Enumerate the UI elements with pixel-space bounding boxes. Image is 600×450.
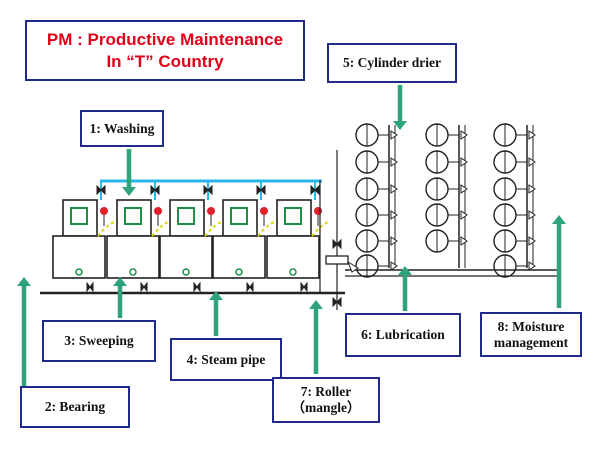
arrow-moisture-head [552, 215, 566, 224]
title-line-2: In “T” Country [106, 51, 224, 71]
drum-valve-icon [528, 157, 536, 167]
water-valve-icon [96, 184, 106, 196]
arrow-washing-head [122, 187, 136, 196]
label-sweeping: 3: Sweeping [42, 320, 156, 362]
drum-valve-icon [528, 130, 536, 140]
drum-valve-icon [460, 210, 468, 220]
drain-valve-icon [300, 281, 308, 293]
arrow-steam-pipe-head [209, 291, 223, 300]
steam-spray [257, 221, 275, 237]
steam-spray [151, 221, 169, 237]
label-bearing-text: 2: Bearing [44, 399, 106, 415]
label-steam-pipe-text: 4: Steam pipe [186, 351, 266, 367]
drain-valve-icon [140, 281, 148, 293]
title-line-1: PM : Productive Maintenance [46, 30, 284, 50]
label-moisture-line-1: 8: Moisture [497, 318, 565, 334]
steam-valve-icon [154, 207, 162, 215]
arrow-sweeping-head [113, 277, 127, 286]
steam-spray [204, 221, 222, 237]
drum-valve-icon [528, 184, 536, 194]
washing-machines [40, 150, 359, 310]
steam-valve-icon [314, 207, 322, 215]
arrow-lubrication-head [398, 266, 412, 275]
label-roller-line-1: 7: Roller [300, 384, 352, 400]
label-steam-pipe: 4: Steam pipe [170, 338, 282, 381]
label-roller-line-2: （mangle） [291, 400, 361, 415]
drain-valve-icon [86, 281, 94, 293]
steam-spray [97, 221, 115, 237]
label-sweeping-text: 3: Sweeping [64, 333, 134, 349]
label-lubrication: 6: Lubrication [345, 313, 461, 357]
drum-valve-icon [460, 130, 468, 140]
water-valve-icon [150, 184, 160, 196]
drain-valve-icon [193, 281, 201, 293]
label-cylinder-drier-text: 5: Cylinder drier [343, 55, 441, 71]
washer-window [124, 207, 142, 225]
steam-valve-icon [260, 207, 268, 215]
label-cylinder-drier: 5: Cylinder drier [327, 43, 457, 83]
label-roller: 7: Roller （mangle） [272, 377, 380, 423]
arrow-cylinder-drier-head [393, 121, 407, 130]
washer-window [177, 207, 195, 225]
drum-valve-icon [390, 130, 398, 140]
roller-drain-valve-icon [332, 296, 342, 308]
steam-spray [311, 221, 329, 237]
feed-valve-icon [332, 238, 342, 250]
drum-valve-icon [390, 261, 398, 271]
label-lubrication-text: 6: Lubrication [361, 327, 445, 343]
drum-valve-icon [390, 157, 398, 167]
drum-valve-icon [390, 184, 398, 194]
drain-fitting-icon [235, 268, 243, 276]
title-box: PM : Productive Maintenance In “T” Count… [25, 20, 305, 81]
drain-fitting-icon [289, 268, 297, 276]
drain-fitting-icon [75, 268, 83, 276]
washer-window [284, 207, 302, 225]
water-valve-icon [256, 184, 266, 196]
steam-valve-icon [100, 207, 108, 215]
label-bearing: 2: Bearing [20, 386, 130, 428]
drum-valve-icon [528, 210, 536, 220]
drum-valve-icon [460, 184, 468, 194]
arrow-roller-head [309, 300, 323, 309]
drum-valve-icon [390, 236, 398, 246]
drain-fitting-icon [182, 268, 190, 276]
water-valve-icon [310, 184, 320, 196]
drum-valve-icon [528, 261, 536, 271]
arrow-bearing-head [17, 277, 31, 286]
roller-guide [346, 260, 359, 273]
washer-window [70, 207, 88, 225]
drum-valve-icon [460, 236, 468, 246]
drain-valve-icon [246, 281, 254, 293]
indicator-arrows [17, 85, 566, 386]
drain-fitting-icon [129, 268, 137, 276]
drum-valve-icon [528, 236, 536, 246]
label-washing-text: 1: Washing [89, 120, 155, 136]
washer-window [230, 207, 248, 225]
label-washing: 1: Washing [80, 110, 164, 147]
cylinder-drier-drums [345, 123, 560, 278]
label-moisture-management: 8: Moisture management [480, 312, 582, 357]
drum-valve-icon [460, 157, 468, 167]
steam-valve-icon [207, 207, 215, 215]
label-moisture-line-2: management [493, 334, 569, 350]
water-valve-icon [203, 184, 213, 196]
roller-mangle [325, 255, 349, 265]
drum-valve-icon [390, 210, 398, 220]
